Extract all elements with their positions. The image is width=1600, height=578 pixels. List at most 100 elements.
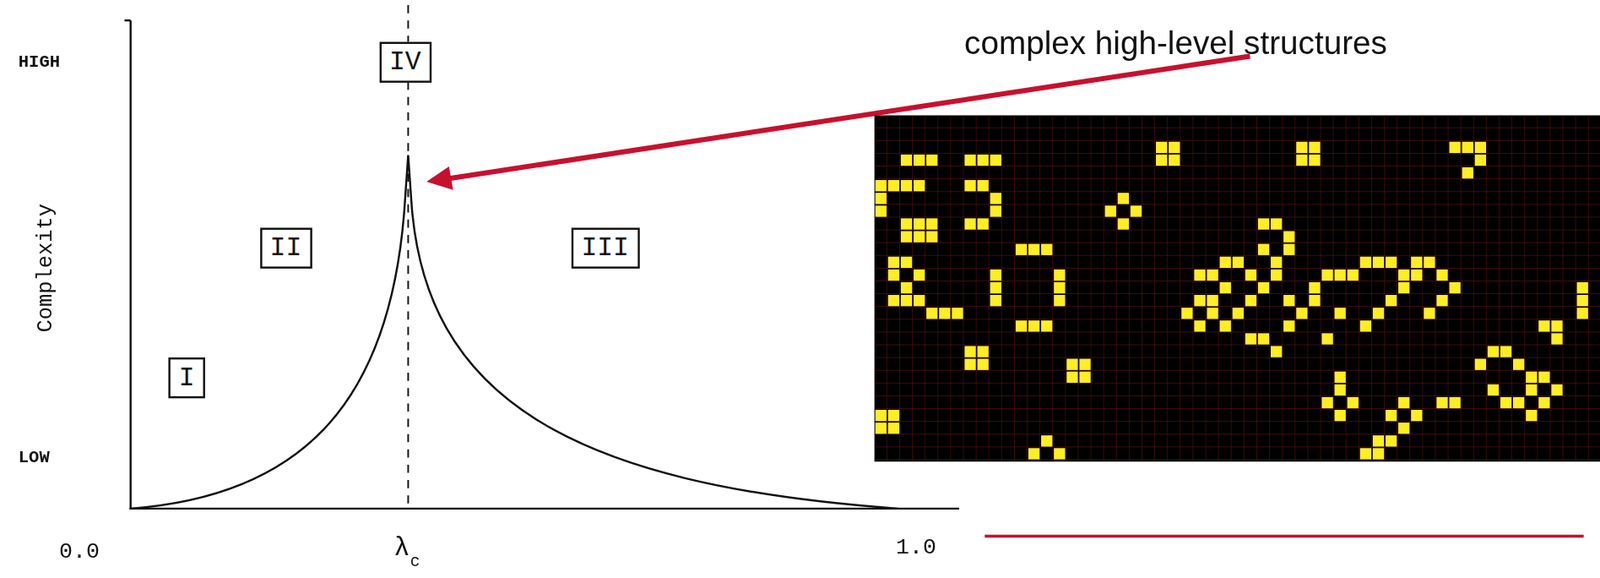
live-cell xyxy=(1258,244,1270,255)
live-cell xyxy=(1308,154,1320,166)
live-cell xyxy=(1270,269,1282,281)
live-cell xyxy=(1168,154,1180,166)
axis-min: 0.0 xyxy=(59,541,100,565)
lambda-subscript: c xyxy=(410,553,421,570)
live-cell xyxy=(913,154,925,166)
axis-high: HIGH xyxy=(18,53,60,71)
live-cell xyxy=(888,294,900,306)
live-cell xyxy=(1181,307,1193,319)
life-grid xyxy=(874,115,1600,462)
live-cell xyxy=(964,345,976,357)
live-cell xyxy=(1232,256,1244,268)
live-cell xyxy=(1270,256,1282,268)
live-cell xyxy=(1155,141,1167,153)
live-cell xyxy=(1462,141,1474,153)
live-cell xyxy=(888,269,900,281)
live-cell xyxy=(1449,282,1461,293)
live-cell xyxy=(1308,282,1320,293)
live-cell xyxy=(1525,384,1537,396)
live-cell xyxy=(1538,371,1550,383)
live-cell xyxy=(1220,320,1232,331)
live-cell xyxy=(1449,396,1461,408)
live-cell xyxy=(1334,371,1346,383)
live-cell xyxy=(1525,409,1537,421)
live-cell xyxy=(1538,396,1550,408)
live-cell xyxy=(1041,320,1053,331)
live-cell xyxy=(1028,244,1040,255)
regime-numeral: III xyxy=(580,234,630,261)
live-cell xyxy=(1321,396,1333,408)
live-cell xyxy=(1500,345,1512,357)
live-cell xyxy=(926,307,938,319)
live-cell xyxy=(1347,269,1359,281)
live-cell xyxy=(1258,282,1270,293)
live-cell xyxy=(1283,244,1295,255)
live-cell xyxy=(990,294,1002,306)
live-cell xyxy=(900,282,912,293)
live-cell xyxy=(1475,358,1487,370)
live-cell xyxy=(888,409,900,421)
axes xyxy=(124,20,960,510)
regime-box: I xyxy=(168,357,206,398)
axis-low: LOW xyxy=(18,449,50,467)
live-cell xyxy=(938,307,950,319)
live-cell xyxy=(1577,307,1589,319)
live-cell xyxy=(1283,294,1295,306)
axis-max: 1.0 xyxy=(895,536,937,560)
live-cell xyxy=(913,179,925,191)
live-cell xyxy=(888,179,900,191)
live-cell xyxy=(1347,396,1359,408)
live-cell xyxy=(1270,217,1282,229)
live-cell xyxy=(1398,269,1410,281)
lambda-symbol: λ xyxy=(394,534,411,561)
live-cell xyxy=(900,294,912,306)
live-cell xyxy=(1079,358,1091,370)
live-cell xyxy=(1462,167,1474,179)
live-cell xyxy=(990,205,1002,217)
live-cell xyxy=(1079,371,1091,383)
live-cell xyxy=(1513,358,1525,370)
live-cell xyxy=(964,358,976,370)
live-cell xyxy=(1410,256,1422,268)
live-cell xyxy=(1053,447,1065,459)
live-cell xyxy=(1232,307,1244,319)
live-cell xyxy=(888,422,900,434)
live-cell xyxy=(1577,282,1589,293)
live-cell xyxy=(1487,345,1499,357)
live-cell xyxy=(1436,294,1448,306)
live-cell xyxy=(1385,409,1397,421)
arrow-head xyxy=(426,166,453,190)
live-cell xyxy=(1117,217,1129,229)
live-cell xyxy=(1155,154,1167,166)
live-cell xyxy=(990,154,1002,166)
live-cell xyxy=(900,217,912,229)
live-cell xyxy=(1308,294,1320,306)
live-cell xyxy=(875,422,887,434)
live-cell xyxy=(1538,320,1550,331)
live-cell xyxy=(913,230,925,242)
live-cell xyxy=(1398,422,1410,434)
live-cell xyxy=(1385,256,1397,268)
live-cell xyxy=(1334,269,1346,281)
live-cell xyxy=(875,179,887,191)
axis-title: Complexity xyxy=(35,202,57,331)
live-cell xyxy=(1321,332,1333,344)
live-cell xyxy=(1372,307,1384,319)
live-cell xyxy=(1283,230,1295,242)
live-cell xyxy=(1360,447,1372,459)
live-cell xyxy=(1500,396,1512,408)
live-cell xyxy=(1053,294,1065,306)
live-cell xyxy=(1015,244,1027,255)
regime-box: III xyxy=(570,227,640,269)
live-cell xyxy=(1270,345,1282,357)
live-cell xyxy=(1053,282,1065,293)
live-cell xyxy=(1066,358,1078,370)
regime-numeral: I xyxy=(178,363,196,391)
live-cell xyxy=(1066,371,1078,383)
regime-box: II xyxy=(260,227,313,269)
live-cell xyxy=(900,179,912,191)
live-cell xyxy=(990,192,1002,204)
live-cell xyxy=(1193,294,1205,306)
live-cell xyxy=(977,154,989,166)
